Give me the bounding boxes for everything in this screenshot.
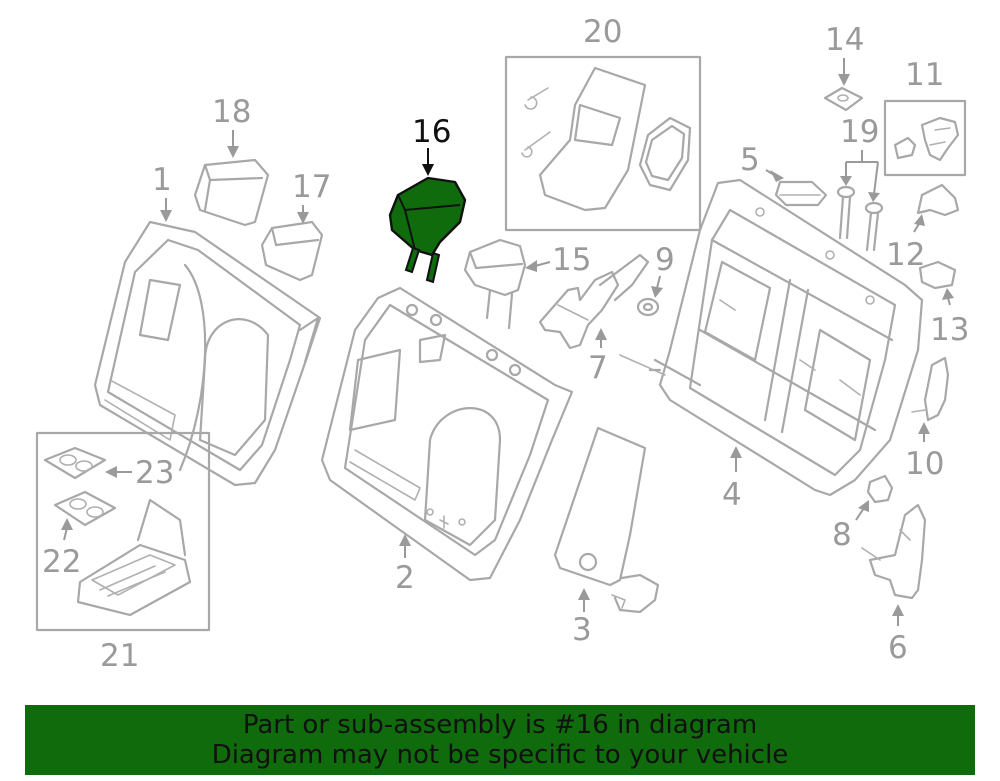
callout-3: 3 <box>572 612 592 648</box>
part-12-retainer[interactable] <box>916 183 960 217</box>
callout-8: 8 <box>832 517 852 553</box>
part-19-bolts[interactable] <box>836 185 884 252</box>
part-5-clip[interactable] <box>774 180 828 207</box>
callout-20: 20 <box>583 14 622 50</box>
part-4-seat-frame[interactable] <box>619 178 924 497</box>
part-2-seat-back-pad[interactable] <box>320 286 574 582</box>
callout-12: 12 <box>886 237 925 273</box>
callout-16: 16 <box>412 114 451 150</box>
callout-11: 11 <box>905 57 944 93</box>
part-10-hinge[interactable] <box>911 356 950 422</box>
part-15-head-restraint[interactable] <box>463 238 527 330</box>
banner-line-1: Part or sub-assembly is #16 in diagram <box>242 710 758 740</box>
callout-10: 10 <box>905 446 944 482</box>
part-9-washer[interactable] <box>636 297 660 317</box>
part-6-latch[interactable] <box>861 503 927 600</box>
part-7-bracket[interactable] <box>538 253 650 350</box>
banner-line-2: Diagram may not be specific to your vehi… <box>211 740 789 770</box>
callout-5: 5 <box>740 142 760 178</box>
part-23-cup-holder-cover[interactable] <box>43 446 107 480</box>
callout-6: 6 <box>888 630 908 666</box>
part-1-seat-back[interactable] <box>93 220 322 487</box>
callout-17: 17 <box>292 169 331 205</box>
callout-4: 4 <box>722 477 742 513</box>
part-16-head-restraint[interactable] <box>388 176 467 284</box>
part-20-armrest-hardware[interactable] <box>504 55 702 232</box>
callout-13: 13 <box>930 312 969 348</box>
callout-22: 22 <box>42 544 81 580</box>
part-21-armrest[interactable] <box>35 431 211 632</box>
callout-18: 18 <box>212 94 251 130</box>
part-3-back-panel[interactable] <box>553 426 660 614</box>
callout-23: 23 <box>135 455 174 491</box>
part-11-clip-kit[interactable] <box>883 99 967 177</box>
parts-diagram: 1 18 17 16 15 <box>35 14 969 674</box>
part-22-cup-holder[interactable] <box>53 490 117 527</box>
part-8-nut[interactable] <box>866 474 894 504</box>
callout-15: 15 <box>552 242 591 278</box>
callout-14: 14 <box>825 22 864 58</box>
callout-2: 2 <box>395 560 415 596</box>
callout-1: 1 <box>152 162 172 198</box>
part-14-nut[interactable] <box>823 86 864 112</box>
callout-9: 9 <box>655 242 675 278</box>
part-17-trim-cover[interactable] <box>260 220 324 282</box>
info-banner: Part or sub-assembly is #16 in diagram D… <box>25 705 975 775</box>
callout-7: 7 <box>588 350 608 386</box>
callout-21: 21 <box>100 638 139 674</box>
part-18-headrest-cover[interactable] <box>193 158 270 227</box>
callout-19: 19 <box>840 114 879 150</box>
part-13-clip[interactable] <box>918 260 957 290</box>
